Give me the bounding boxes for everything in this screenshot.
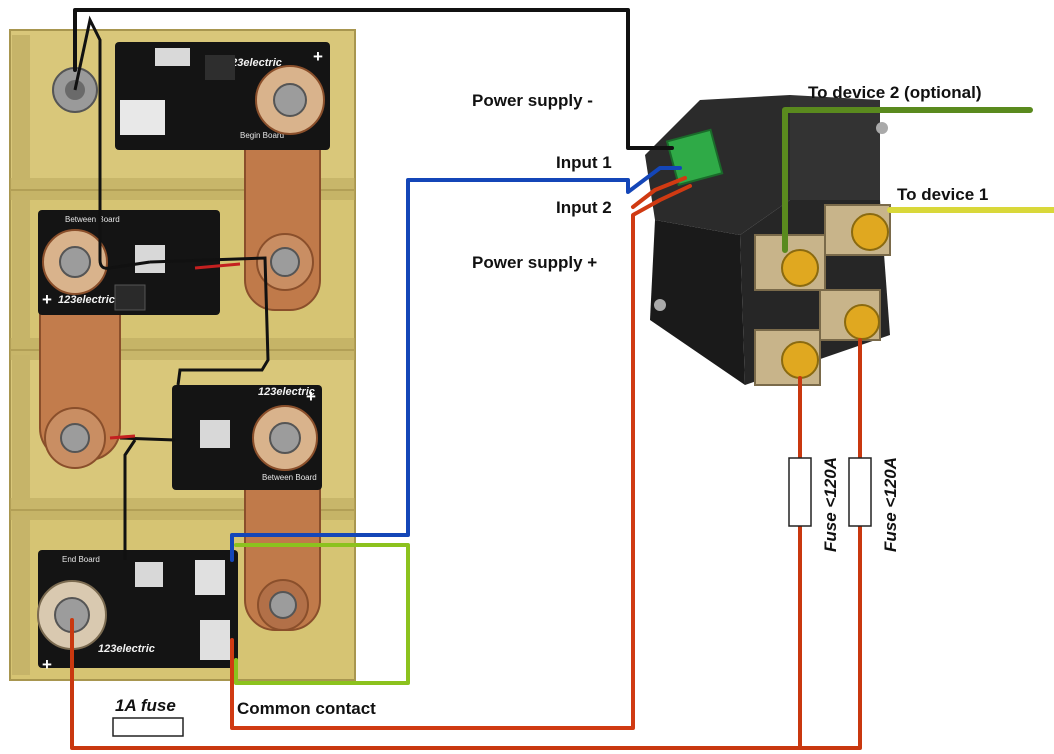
label-input-2: Input 2	[556, 198, 612, 217]
begin-board-plus-sign: +	[313, 47, 323, 66]
end-board-logo: 123electric	[98, 643, 155, 655]
end-board-plus-sign: +	[42, 655, 52, 674]
between-board-lower-name: Between Board	[262, 473, 317, 482]
wire-power-supply-plus	[230, 184, 692, 730]
relay-device	[645, 95, 891, 386]
label-power-supply-minus: Power supply -	[472, 91, 593, 110]
label-fuse-120a-left: Fuse <120A	[821, 457, 840, 552]
battery-pack: 123electric Begin Board + 123electric Be…	[9, 15, 356, 681]
wire-input-1	[230, 166, 682, 562]
end-board-name: End Board	[62, 555, 100, 564]
label-to-device-2: To device 2 (optional)	[808, 83, 981, 102]
internal-sense-wires	[73, 15, 270, 560]
fuse-1a	[112, 717, 184, 737]
external-wires	[70, 8, 1054, 750]
fuse-120a-right	[848, 457, 872, 527]
relay-terminal-d	[844, 304, 880, 340]
label-power-supply-plus: Power supply +	[472, 253, 597, 272]
begin-board-name: Begin Board	[240, 131, 284, 140]
label-input-1: Input 1	[556, 153, 612, 172]
begin-board-logo: 123electric	[225, 57, 282, 69]
wire-input-2	[631, 176, 687, 209]
between-board-lower-plus-sign: +	[306, 387, 316, 406]
label-to-device-1: To device 1	[897, 185, 988, 204]
relay-terminal-block	[665, 128, 724, 187]
wire-common-contact	[234, 543, 410, 685]
relay-terminal-c	[781, 341, 819, 379]
wire-power-supply-minus	[73, 8, 674, 150]
label-1a-fuse: 1A fuse	[115, 696, 176, 715]
label-fuse-120a-right: Fuse <120A	[881, 457, 900, 552]
between-board-upper-name: Between Board	[65, 215, 120, 224]
wire-main-loop	[70, 518, 802, 750]
between-board-upper-plus-sign: +	[42, 290, 52, 309]
relay-terminal-a	[781, 249, 819, 287]
fuse-120a-left	[788, 457, 812, 527]
wire-fuse-right	[798, 518, 862, 750]
wire-device-2	[782, 107, 1033, 253]
label-common-contact: Common contact	[237, 699, 376, 718]
between-board-lower-logo: 123electric	[258, 386, 315, 398]
terminal-bolts	[37, 65, 325, 650]
between-board-upper-logo: 123electric	[58, 294, 115, 306]
relay-terminal-b	[851, 213, 889, 251]
